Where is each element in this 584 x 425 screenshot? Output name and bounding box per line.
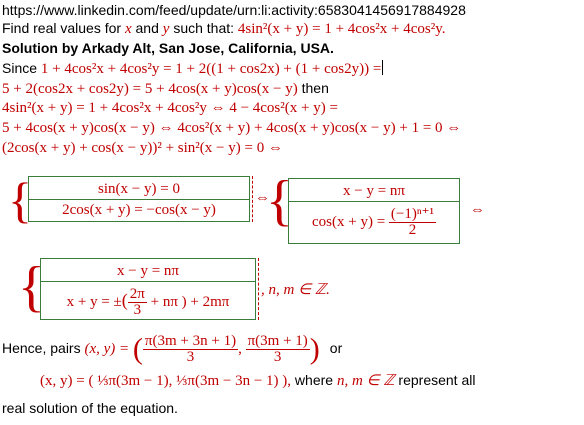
fraction-1: π(3m + 3n + 1)3 <box>142 332 239 365</box>
system2-row1: x − y = nπ <box>343 183 405 199</box>
system2-arrow: ⇔ <box>470 202 485 218</box>
close-paren: ) <box>309 332 320 366</box>
problem-and: and <box>131 20 163 36</box>
author-line: Solution by Arkady Alt, San Jose, Califo… <box>2 40 334 56</box>
system1-divider <box>252 176 253 222</box>
problem-statement: Find real values for x and y such that: … <box>2 20 446 37</box>
represent-label: represent all <box>394 372 476 388</box>
problem-equation: 4sin²(x + y) = 1 + 4cos²x + 4cos²y. <box>237 21 446 37</box>
system3-fraction-denominator: 3 <box>133 302 142 319</box>
problem-prefix: Find real values for <box>2 20 125 36</box>
system3-divider <box>258 258 259 320</box>
line1-math: 1 + 4cos²x + 4cos²y = 1 + 2((1 + cos2x) … <box>40 61 382 77</box>
system3-quantifier: , n, m ∈ ℤ. <box>261 282 330 298</box>
derivation-line-3: 4sin²(x + y) = 1 + 4cos²x + 4cos²y ⇔ 4 −… <box>2 100 338 116</box>
system1-arrow: ⇔ <box>255 190 270 206</box>
source-url: https://www.linkedin.com/feed/update/urn… <box>2 2 466 18</box>
where-label: where <box>291 372 337 388</box>
problem-suffix: such that: <box>169 20 238 36</box>
line2-math: 5 + 2(cos2x + cos2y) = 5 + 4cos(x + y)co… <box>2 81 298 97</box>
derivation-line-2: 5 + 2(cos2x + cos2y) = 5 + 4cos(x + y)co… <box>2 80 329 97</box>
derivation-line-1: Since 1 + 4cos²x + 4cos²y = 1 + 2((1 + c… <box>2 60 384 77</box>
fraction-2: π(3m + 1)3 <box>245 332 310 365</box>
then-label: then <box>297 80 329 96</box>
system1-row1: sin(x − y) = 0 <box>98 181 180 197</box>
system2-fraction-numerator: (−1)ⁿ⁺¹ <box>388 206 436 224</box>
derivation-line-4: 5 + 4cos(x + y)cos(x − y) ⇔ 4cos²(x + y)… <box>2 120 462 136</box>
system3-row2-right: + nπ ) + 2mπ <box>146 294 230 310</box>
open-paren: ( <box>132 332 143 366</box>
fraction-2-denominator: 3 <box>273 348 282 365</box>
conclusion-line-2: (x, y) = ( ⅓π(3m − 1), ⅓π(3m − 3n − 1) )… <box>40 372 475 389</box>
system3-row2-left: x + y = ± <box>66 294 122 310</box>
fraction-1-denominator: 3 <box>186 348 195 365</box>
var-y: y <box>162 21 170 37</box>
hence-label: Hence, pairs <box>2 340 85 356</box>
system1-row2: 2cos(x + y) = −cos(x − y) <box>29 199 249 221</box>
conclusion-line-1: Hence, pairs (x, y) = (π(3m + 3n + 1)3, … <box>2 332 343 366</box>
since-label: Since <box>2 60 41 76</box>
text-cursor <box>382 60 384 75</box>
system3-fraction-numerator: 2π <box>127 286 147 304</box>
derivation-line-5: (2cos(x + y) + cos(x − y))² + sin²(x − y… <box>2 140 283 156</box>
conclusion-final-line: real solution of the equation. <box>2 400 178 416</box>
system2-row2-left: cos(x + y) = <box>312 214 389 230</box>
var-x: x <box>124 21 132 37</box>
system1-box: sin(x − y) = 0 2cos(x + y) = −cos(x − y) <box>28 176 250 222</box>
where-math: n, m ∈ ℤ <box>336 373 395 389</box>
fraction-1-numerator: π(3m + 3n + 1) <box>142 332 239 350</box>
system2-fraction-denominator: 2 <box>408 222 417 239</box>
system3-row1: x − y = nπ <box>117 263 179 279</box>
fraction-2-numerator: π(3m + 1) <box>245 332 310 350</box>
or-label: or <box>329 340 343 356</box>
pair-label: (x, y) = <box>84 341 133 357</box>
pair2-math: (x, y) = ( ⅓π(3m − 1), ⅓π(3m − 3n − 1) )… <box>40 373 292 389</box>
